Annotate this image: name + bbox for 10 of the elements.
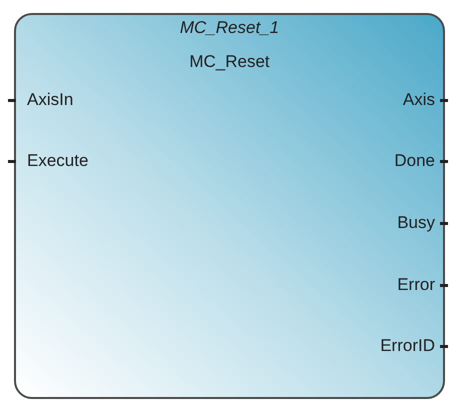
pin-label: Error	[397, 275, 435, 295]
pin-label: Busy	[397, 213, 435, 233]
function-block	[14, 13, 445, 399]
block-type: MC_Reset	[188, 52, 271, 72]
instance-name: MC_Reset_1	[178, 18, 280, 38]
pin-label: ErrorID	[380, 336, 435, 356]
pin-label: Axis	[402, 90, 435, 110]
pin-label: AxisIn	[27, 90, 74, 110]
pin-label: Done	[394, 151, 435, 171]
pin-label: Execute	[27, 151, 88, 171]
